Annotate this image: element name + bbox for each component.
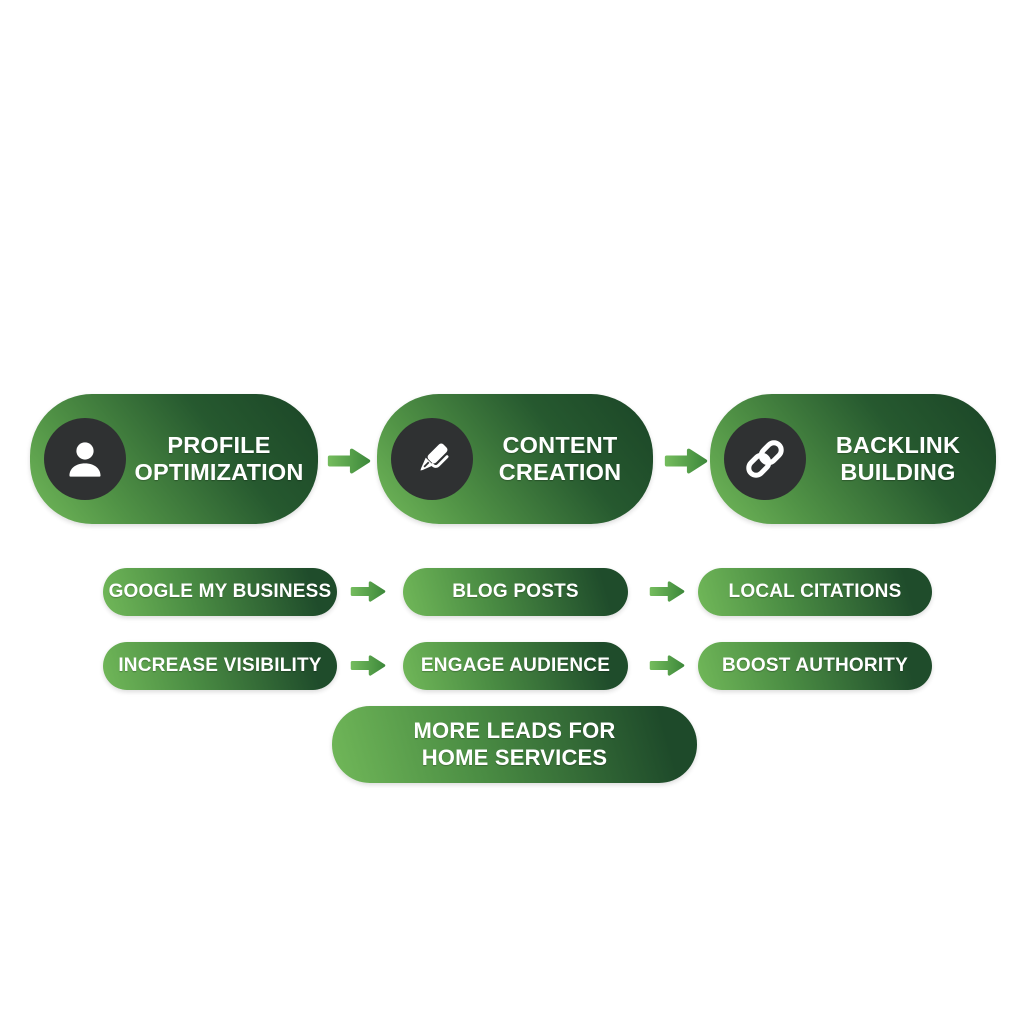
stage-pill-content-creation: CONTENT CREATION — [377, 394, 653, 524]
stage-label-line1: CONTENT — [502, 431, 618, 458]
user-icon — [69, 442, 101, 477]
stage-label-line1: BACKLINK — [835, 431, 961, 458]
arrow-right-icon — [350, 655, 386, 676]
outcome-label-line2: HOME SERVICES — [421, 744, 608, 770]
outcome-pill-more-leads: MORE LEADS FOR HOME SERVICES — [332, 706, 697, 783]
arrow-right-icon — [649, 581, 685, 602]
benefit-label: BOOST AUTHORITY — [722, 655, 908, 676]
icon-circle — [44, 418, 126, 500]
link-icon — [746, 440, 784, 478]
tactic-label: BLOG POSTS — [452, 581, 579, 602]
benefit-label: INCREASE VISIBILITY — [118, 655, 322, 676]
stage-label-line2: OPTIMIZATION — [134, 459, 304, 485]
tactic-label: GOOGLE MY BUSINESS — [108, 581, 332, 602]
tactic-pill-local-citations: LOCAL CITATIONS — [698, 568, 932, 616]
tactic-pill-google-my-business: GOOGLE MY BUSINESS — [103, 568, 337, 616]
arrow-right-icon — [664, 448, 708, 474]
benefit-pill-boost-authority: BOOST AUTHORITY — [698, 642, 932, 690]
stage-label-line2: CREATION — [498, 459, 622, 485]
stage-label: BACKLINK BUILDING — [806, 432, 996, 487]
stage-pill-backlink-building: BACKLINK BUILDING — [710, 394, 996, 524]
icon-circle — [391, 418, 473, 500]
arrow-right-icon — [350, 581, 386, 602]
tactic-pill-blog-posts: BLOG POSTS — [403, 568, 628, 616]
stage-label: PROFILE OPTIMIZATION — [126, 432, 318, 487]
outcome-label: MORE LEADS FOR HOME SERVICES — [413, 718, 615, 771]
pen-icon — [420, 443, 449, 471]
icon-circle — [724, 418, 806, 500]
stage-label-line1: PROFILE — [167, 431, 271, 458]
stage-label-line2: BUILDING — [840, 459, 956, 485]
benefit-label: ENGAGE AUDIENCE — [420, 655, 611, 676]
stage-pill-profile-optimization: PROFILE OPTIMIZATION — [30, 394, 318, 524]
arrow-right-icon — [649, 655, 685, 676]
tactic-label: LOCAL CITATIONS — [728, 581, 902, 602]
stage-label: CONTENT CREATION — [473, 432, 653, 487]
outcome-label-line1: MORE LEADS FOR — [413, 718, 616, 744]
arrow-right-icon — [327, 448, 371, 474]
benefit-pill-increase-visibility: INCREASE VISIBILITY — [103, 642, 337, 690]
benefit-pill-engage-audience: ENGAGE AUDIENCE — [403, 642, 628, 690]
